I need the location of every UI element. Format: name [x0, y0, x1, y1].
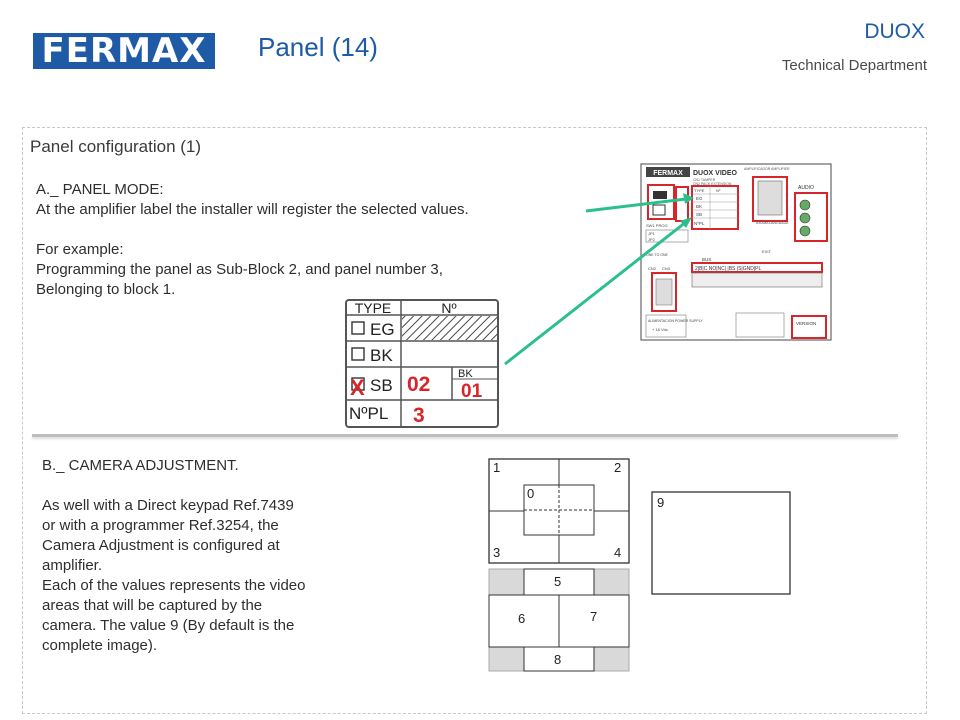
row-npl: NºPL [349, 404, 388, 423]
arrow-to-label [585, 197, 687, 213]
camera-line: Each of the values represents the video [42, 577, 306, 594]
svg-text:TYPE: TYPE [694, 188, 705, 193]
arrow-to-board [504, 220, 687, 366]
area-3: 3 [493, 545, 500, 560]
area-4: 4 [614, 545, 621, 560]
panel-mode-text: A._ PANEL MODE: At the amplifier label t… [36, 180, 596, 300]
svg-text:EXIT: EXIT [762, 249, 771, 254]
camera-line: Camera Adjustment is configured at [42, 537, 280, 554]
board-audio-highlight [794, 192, 828, 242]
row-bk: BK [370, 346, 393, 365]
area-6: 6 [518, 611, 525, 626]
board-terminal-highlight [691, 262, 823, 273]
svg-text:CN2: CN2 [648, 266, 657, 271]
sb-mark: X [350, 375, 365, 400]
camera-line: amplifier. [42, 557, 103, 574]
amplifier-board-figure: FERMAX DUOX VIDEO AMPLIFICADOR AMPLIFIER… [640, 163, 832, 341]
svg-text:NºPL: NºPL [694, 221, 705, 226]
area-5: 5 [554, 574, 561, 589]
department-label: Technical Department [781, 57, 927, 74]
area-2: 2 [614, 460, 621, 475]
area-8: 8 [554, 652, 561, 667]
camera-line: areas that will be captured by the [42, 597, 263, 614]
content-frame [22, 127, 927, 714]
checkbox-bk [351, 347, 365, 361]
area-0: 0 [527, 486, 534, 501]
label-table-figure: TYPE Nº EG BK X SB NºPL 02 BK 01 3 [345, 299, 499, 428]
checkbox-eg [351, 321, 365, 335]
bk-value: 01 [461, 381, 483, 402]
svg-text:Nº: Nº [716, 188, 721, 193]
svg-text:ONE TO ONE: ONE TO ONE [646, 253, 669, 257]
example-line-2: Belonging to block 1. [36, 281, 176, 298]
full-image-diagram: 9 [651, 491, 791, 595]
camera-area-diagrams: 1 2 3 4 0 5 6 7 8 [488, 458, 630, 672]
section-divider [32, 434, 898, 437]
section-title: Panel configuration (1) [30, 137, 202, 156]
area-9: 9 [657, 495, 664, 510]
camera-line: complete image). [42, 637, 158, 654]
svg-text:JP2: JP2 [648, 237, 656, 242]
checkbox-sb [351, 377, 365, 391]
svg-text:+ 18 Vdc: + 18 Vdc [652, 327, 668, 332]
sb-value: 02 [407, 373, 430, 396]
board-logo [646, 167, 690, 177]
svg-text:BK: BK [696, 204, 702, 209]
brand-label: DUOX [864, 20, 925, 43]
camera-line: camera. The value 9 (By default is the [42, 617, 295, 634]
area-1: 1 [493, 460, 500, 475]
hatched-cell [402, 316, 497, 340]
svg-text:FERMAX: FERMAX [653, 170, 683, 177]
col-type: TYPE [355, 300, 392, 316]
panel-mode-line: At the amplifier label the installer wil… [36, 201, 469, 218]
svg-text:CN2 PACK EXTENSION: CN2 PACK EXTENSION [693, 182, 732, 186]
svg-text:EG: EG [696, 196, 703, 201]
col-no: Nº [441, 300, 456, 316]
svg-text:IDIOMA LANGUAGE: IDIOMA LANGUAGE [756, 221, 789, 225]
bk-sub-label: BK [458, 368, 473, 380]
svg-text:AUDIO: AUDIO [798, 185, 814, 191]
svg-text:CN3: CN3 [662, 266, 671, 271]
camera-line: As well with a Direct keypad Ref.7439 [42, 497, 294, 514]
page-title: Panel (14) [258, 32, 378, 62]
svg-text:SB: SB [696, 212, 702, 217]
board-label-highlight [691, 185, 739, 230]
svg-text:JP1: JP1 [648, 231, 656, 236]
npl-value: 3 [413, 404, 425, 427]
example-line-1: Programming the panel as Sub-Block 2, an… [36, 261, 443, 278]
board-version-highlight [791, 315, 827, 339]
board-model: DUOX VIDEO [693, 170, 738, 177]
svg-text:SW1 PROG: SW1 PROG [646, 223, 668, 228]
area-7: 7 [590, 609, 597, 624]
svg-text:BUS: BUS [702, 257, 711, 262]
svg-text:VERSION: VERSION [796, 321, 816, 326]
board-dip-highlight [752, 176, 788, 222]
example-label: For example: [36, 241, 124, 258]
row-sb: SB [370, 376, 393, 395]
svg-text:AMPLIFICADOR AMPLIFIER: AMPLIFICADOR AMPLIFIER [744, 167, 790, 171]
panel-mode-heading: A._ PANEL MODE: [36, 181, 164, 198]
svg-text:ALIMENTACION POWER SUPPLY: ALIMENTACION POWER SUPPLY [648, 319, 703, 323]
camera-heading: B._ CAMERA ADJUSTMENT. [42, 457, 239, 474]
svg-text:2|B|C NO|NC| |BS |S|GND|PL: 2|B|C NO|NC| |BS |S|GND|PL [695, 266, 761, 272]
board-connector-highlight [647, 184, 675, 220]
camera-line: or with a programmer Ref.3254, the [42, 517, 279, 534]
row-eg: EG [370, 320, 395, 339]
camera-adjustment-text: B._ CAMERA ADJUSTMENT. As well with a Di… [42, 456, 387, 656]
fermax-logo: FERMAX [33, 31, 215, 71]
svg-text:CN1 TAMPER: CN1 TAMPER [693, 178, 716, 182]
